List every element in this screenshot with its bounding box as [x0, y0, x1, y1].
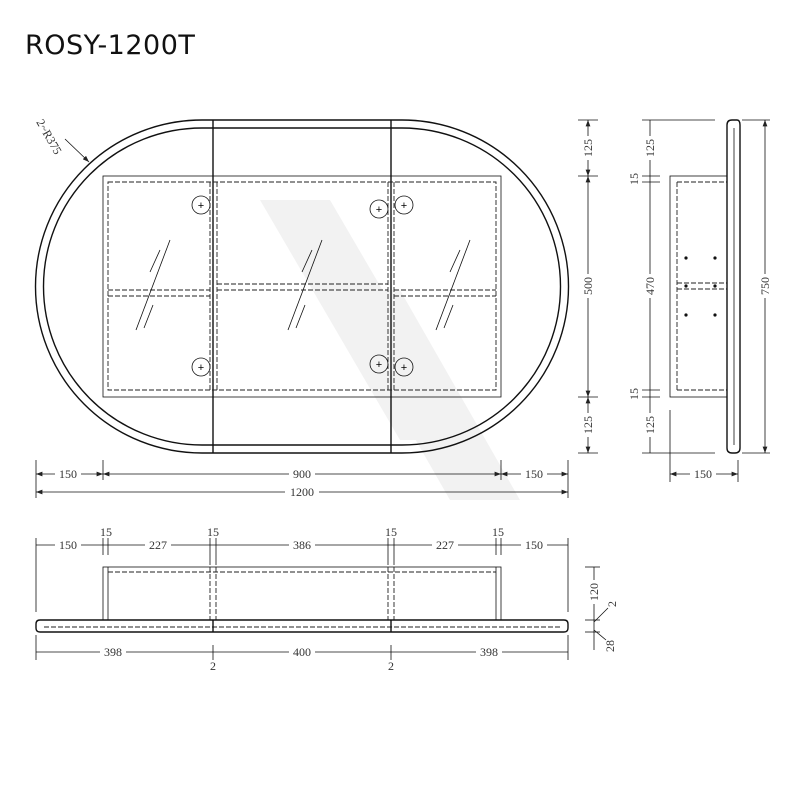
svg-text:150: 150 [59, 467, 77, 481]
svg-text:2: 2 [605, 601, 619, 607]
svg-text:15: 15 [207, 525, 219, 539]
svg-text:150: 150 [525, 538, 543, 552]
svg-text:2: 2 [388, 659, 394, 673]
svg-text:125: 125 [581, 416, 595, 434]
svg-text:227: 227 [149, 538, 167, 552]
side-view [669, 119, 741, 454]
bottom-dimensions: 150 15 227 15 386 15 227 15 150 398 2 40… [35, 525, 619, 673]
bottom-view [35, 566, 569, 633]
svg-text:500: 500 [581, 277, 595, 295]
svg-text:386: 386 [293, 538, 311, 552]
svg-text:150: 150 [694, 467, 712, 481]
svg-text:15: 15 [385, 525, 397, 539]
svg-text:398: 398 [480, 645, 498, 659]
svg-text:125: 125 [581, 139, 595, 157]
svg-text:+: + [401, 362, 407, 374]
svg-text:125: 125 [643, 139, 657, 157]
svg-text:125: 125 [643, 416, 657, 434]
svg-text:400: 400 [293, 645, 311, 659]
svg-text:+: + [401, 200, 407, 212]
hinge-icon: + + + + + + [191, 195, 414, 377]
svg-text:2: 2 [210, 659, 216, 673]
svg-text:150: 150 [525, 467, 543, 481]
watermark [260, 200, 520, 500]
svg-text:15: 15 [627, 388, 641, 400]
svg-text:15: 15 [100, 525, 112, 539]
radius-note: 2~R375 [33, 117, 64, 157]
svg-text:+: + [376, 359, 382, 371]
svg-text:227: 227 [436, 538, 454, 552]
svg-text:15: 15 [492, 525, 504, 539]
front-dimensions: 150 900 150 1200 125 500 125 [35, 119, 598, 499]
svg-text:+: + [198, 200, 204, 212]
svg-text:470: 470 [643, 277, 657, 295]
svg-text:750: 750 [758, 277, 772, 295]
front-view: + + + + + + 2~R375 [33, 117, 570, 454]
svg-text:398: 398 [104, 645, 122, 659]
side-dimensions: 125 15 470 15 125 750 150 [627, 119, 772, 482]
svg-text:28: 28 [603, 640, 617, 652]
svg-text:1200: 1200 [290, 485, 314, 499]
svg-text:+: + [198, 362, 204, 374]
glass-reflection-icon [135, 239, 471, 331]
svg-text:900: 900 [293, 467, 311, 481]
svg-text:150: 150 [59, 538, 77, 552]
svg-text:15: 15 [627, 173, 641, 185]
svg-text:120: 120 [587, 583, 601, 601]
model-title: ROSY-1200T [25, 30, 196, 61]
svg-text:+: + [376, 204, 382, 216]
